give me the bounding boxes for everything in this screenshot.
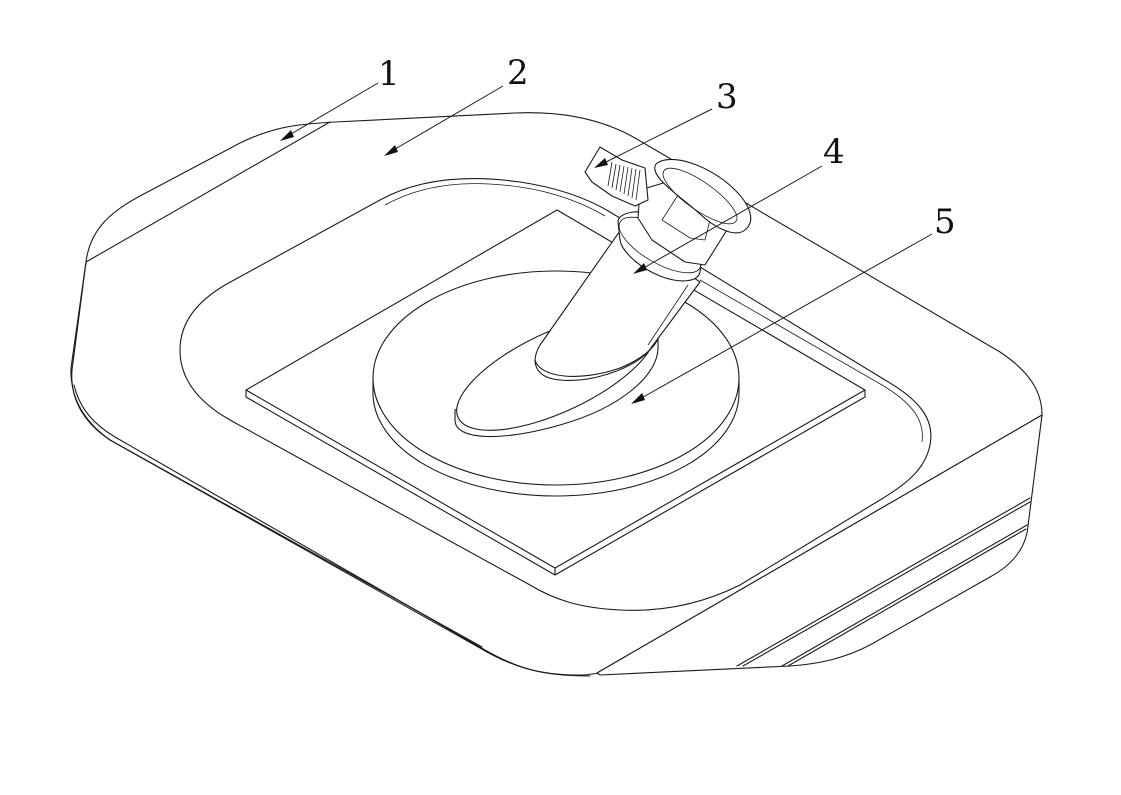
base-plate-top-edge	[85, 121, 331, 263]
base-plate-groove-2	[781, 524, 1028, 667]
callout-4: 4	[633, 132, 845, 274]
tube-right-edge	[647, 284, 689, 346]
callout-label-4: 4	[823, 132, 845, 172]
base-plate-groove-1b	[742, 501, 1031, 667]
leader-line-3	[599, 108, 713, 166]
base-plate-left-side	[70, 261, 111, 441]
connector-collar-ring	[654, 159, 752, 234]
callout-label-1: 1	[378, 54, 400, 94]
base-plate-bottom-edge	[73, 384, 591, 677]
connector-threaded-fitting	[584, 146, 649, 207]
callout-label-2: 2	[507, 53, 529, 93]
recess	[179, 178, 932, 611]
callout-3: 3	[594, 77, 738, 168]
arrowhead-2	[384, 145, 398, 156]
base-plate-right-side	[596, 414, 1043, 676]
connector-hex-facet-2	[661, 191, 706, 241]
base-plate-groove-2b	[787, 528, 1027, 667]
arrowhead-3	[594, 158, 608, 168]
arrowhead-4	[633, 263, 647, 274]
callout-label-3: 3	[716, 77, 738, 117]
tube-bottom-lip	[534, 337, 659, 377]
callout-5: 5	[631, 202, 956, 404]
arrowhead-1	[280, 130, 294, 141]
callout-label-5: 5	[934, 202, 956, 242]
connector-collar-inner	[662, 167, 738, 225]
connector	[584, 146, 752, 282]
arrowhead-5	[631, 393, 645, 404]
recess-outer-outline	[179, 178, 932, 611]
leader-line-2	[389, 85, 504, 153]
leader-line-5	[637, 233, 933, 401]
leader-line-4	[639, 165, 823, 271]
base-plate-groove-1	[736, 497, 1031, 667]
callout-2: 2	[384, 53, 529, 156]
recess-inner-outline	[384, 183, 606, 217]
base-plate-bottom-edge-2	[109, 439, 483, 648]
recess-inner-right	[699, 279, 923, 443]
connector-threads	[607, 161, 641, 201]
callout-1: 1	[280, 54, 400, 141]
leader-line-1	[285, 82, 379, 138]
